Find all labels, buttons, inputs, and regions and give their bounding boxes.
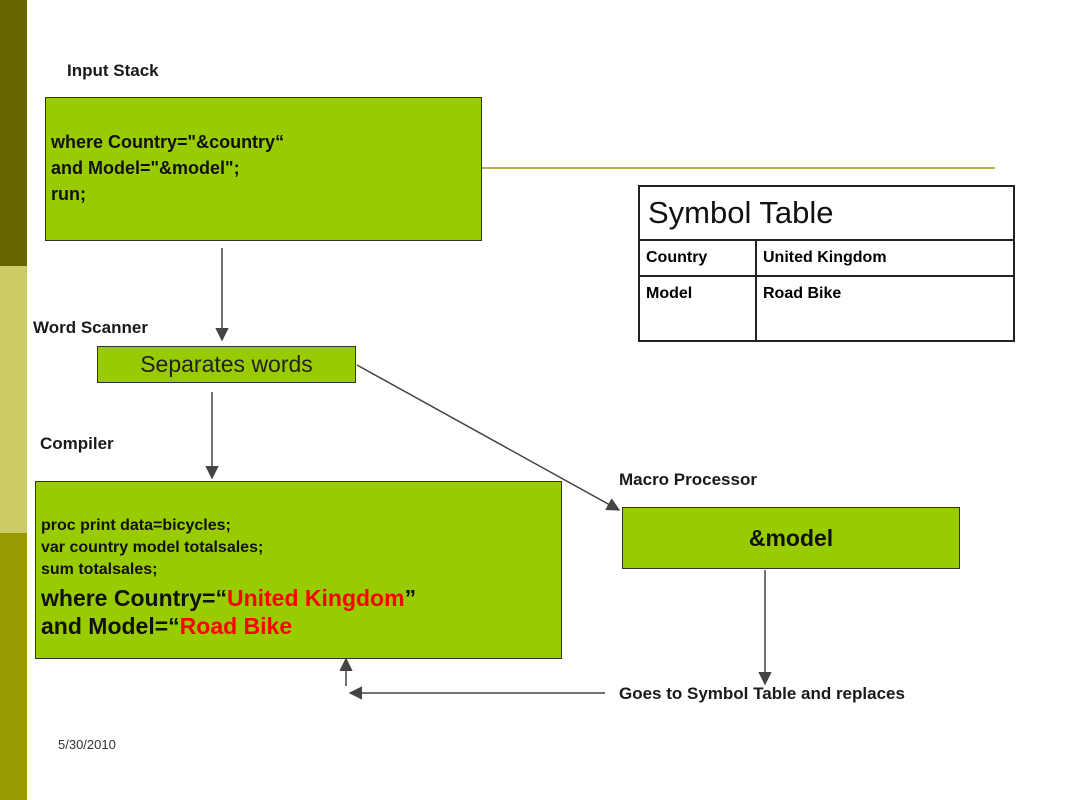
- compiler-line-2: var country model totalsales;: [41, 539, 264, 556]
- compiler-model-prefix: and Model=“: [41, 613, 180, 639]
- input-stack-box: where Country="&country“ and Model="&mod…: [45, 97, 482, 241]
- input-stack-line-2: and Model="&model";: [51, 158, 240, 178]
- input-stack-label: Input Stack: [67, 61, 159, 80]
- compiler-where-line: where Country=“United Kingdom”: [41, 585, 416, 612]
- macro-processor-label: Macro Processor: [619, 470, 757, 489]
- input-stack-line-1: where Country="&country“: [51, 132, 285, 152]
- symbol-table-title: Symbol Table: [638, 185, 1015, 241]
- compiler-box: proc print data=bicycles; var country mo…: [35, 481, 562, 659]
- word-scanner-box: Separates words: [97, 346, 356, 383]
- compiler-line-1: proc print data=bicycles;: [41, 517, 231, 534]
- compiler-where-suffix: ”: [404, 585, 417, 611]
- compiler-model-line: and Model=“Road Bike: [41, 613, 292, 640]
- word-scanner-text: Separates words: [140, 351, 313, 377]
- symbol-table-grid: Symbol Table Country United Kingdom Mode…: [638, 185, 1015, 342]
- compiler-model-value: Road Bike: [179, 613, 293, 639]
- symbol-table-name-2: Model: [638, 275, 757, 342]
- compiler-where-value: United Kingdom: [226, 585, 405, 611]
- symbol-table-value-2: Road Bike: [755, 275, 1015, 342]
- macro-processor-box: &model: [622, 507, 960, 569]
- symbol-table-name-1: Country: [638, 239, 757, 277]
- macro-processor-text: &model: [748, 525, 834, 551]
- slide-date: 5/30/2010: [58, 737, 116, 752]
- word-scanner-label: Word Scanner: [33, 318, 148, 337]
- compiler-where-prefix: where Country=“: [41, 585, 227, 611]
- arrow-scanner-to-macro: [356, 364, 621, 511]
- sidebar-strip-mid: [0, 533, 27, 800]
- sidebar-strip-light: [0, 266, 27, 533]
- compiler-label: Compiler: [40, 434, 114, 453]
- symbol-table-value-1: United Kingdom: [755, 239, 1015, 277]
- sidebar-strip-dark: [0, 0, 27, 266]
- goes-to-label: Goes to Symbol Table and replaces: [619, 684, 905, 703]
- input-stack-line-3: run;: [51, 184, 86, 204]
- compiler-line-3: sum totalsales;: [41, 561, 158, 578]
- symbol-table: Symbol Table Country United Kingdom Mode…: [638, 185, 1015, 342]
